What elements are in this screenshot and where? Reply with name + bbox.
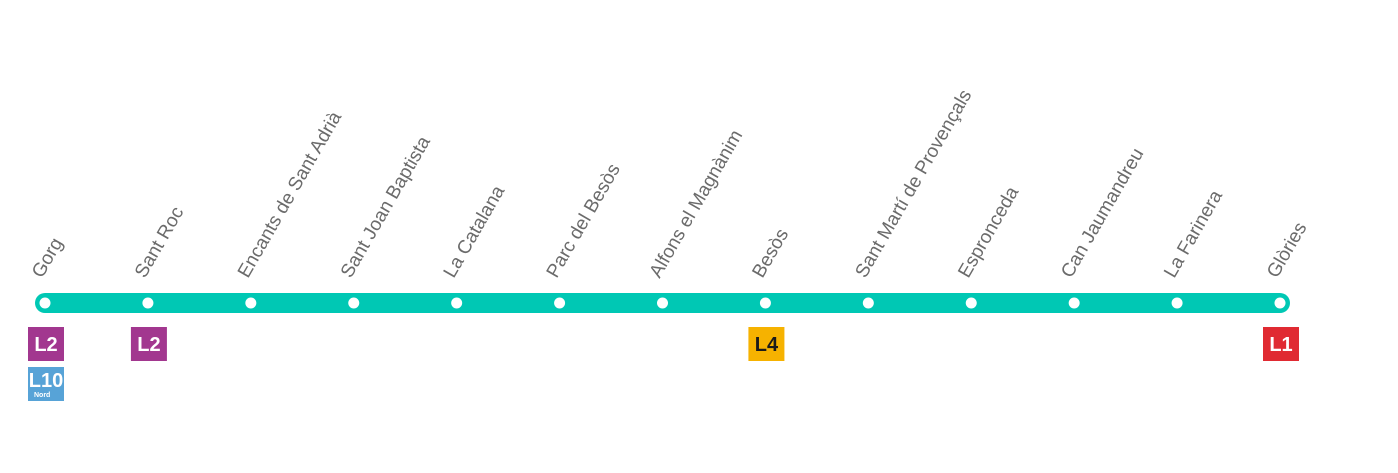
connection-badge-l1[interactable]: L1 <box>1263 327 1299 361</box>
station-label: Can Jaumandreu <box>1057 145 1148 282</box>
station-stop[interactable] <box>1171 297 1183 309</box>
station-label: Sant Martí de Provençals <box>851 86 976 281</box>
badge-line-subtitle: Nord <box>34 392 50 399</box>
station-label: Glòries <box>1263 219 1311 282</box>
connection-badge-l2[interactable]: L2 <box>130 327 167 361</box>
badge-line-name: L1 <box>1269 334 1292 356</box>
connection-badge-l2[interactable]: L2 <box>28 327 64 361</box>
badge-background <box>28 327 64 361</box>
station-stop[interactable] <box>142 297 154 309</box>
station-stop[interactable] <box>1274 297 1286 309</box>
station-label: Espronceda <box>954 183 1023 282</box>
station-stop[interactable] <box>862 297 874 309</box>
station-stop[interactable] <box>965 297 977 309</box>
station-stop[interactable] <box>554 297 566 309</box>
badge-line-name: L2 <box>137 334 160 356</box>
station-stop[interactable] <box>1068 297 1080 309</box>
station-label: Sant Joan Baptista <box>337 132 435 281</box>
station-label: La Farinera <box>1160 186 1227 281</box>
station-label: Parc del Besòs <box>543 160 625 281</box>
station-label: La Catalana <box>440 182 510 282</box>
station-label: Besòs <box>749 225 794 281</box>
station-label: Sant Roc <box>131 203 188 281</box>
badge-line-name: L4 <box>755 334 779 356</box>
station-stop[interactable] <box>759 297 771 309</box>
connection-badge-l4[interactable]: L4 <box>748 327 785 361</box>
station-label: Alfons el Magnànim <box>646 126 748 281</box>
station-stop[interactable] <box>348 297 360 309</box>
station-stop[interactable] <box>657 297 668 309</box>
badge-background <box>28 367 64 401</box>
badge-background <box>130 327 167 361</box>
station-label: Encants de Sant Adrià <box>234 108 346 282</box>
station-label: Gorg <box>28 234 67 281</box>
station-stop[interactable] <box>245 297 257 309</box>
stops-layer <box>39 297 1286 309</box>
station-stop[interactable] <box>451 297 463 309</box>
badge-line-name: L10 <box>29 370 63 392</box>
badge-line-name: L2 <box>34 334 57 356</box>
badge-background <box>748 327 785 361</box>
station-stop[interactable] <box>39 297 51 309</box>
badge-background <box>1263 327 1299 361</box>
